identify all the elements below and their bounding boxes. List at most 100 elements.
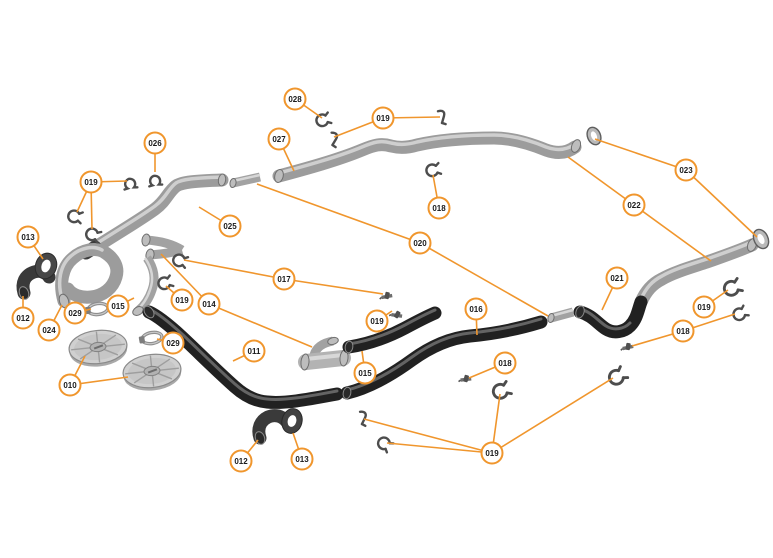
callout-balloon-016[interactable]: 016 xyxy=(464,297,488,321)
part-hose-021 xyxy=(573,295,648,339)
leader-line-017 xyxy=(283,278,384,295)
balloon-circle-015[interactable] xyxy=(353,361,377,385)
part-y-connector-014 xyxy=(141,233,185,262)
balloon-circle-027[interactable] xyxy=(267,127,291,151)
part-hose-015-center xyxy=(342,306,442,354)
balloon-circle-013[interactable] xyxy=(290,447,314,471)
callout-balloon-019[interactable]: 019 xyxy=(371,106,395,130)
part-connector-020-right xyxy=(547,307,575,324)
leader-line-014 xyxy=(208,303,313,348)
balloon-circle-019[interactable] xyxy=(692,295,716,319)
leader-line-014 xyxy=(160,253,210,305)
clip-019-mid xyxy=(155,274,175,292)
balloon-circle-017[interactable] xyxy=(272,267,296,291)
balloon-circle-018[interactable] xyxy=(493,351,517,375)
balloon-circle-029[interactable] xyxy=(161,331,185,355)
callout-balloon-015[interactable]: 015 xyxy=(106,294,130,318)
callout-balloon-012[interactable]: 012 xyxy=(229,449,253,473)
leader-line-019 xyxy=(363,418,493,454)
balloon-circle-010[interactable] xyxy=(58,373,82,397)
part-hose-011 xyxy=(142,305,344,409)
balloon-circle-016[interactable] xyxy=(464,297,488,321)
callout-balloon-026[interactable]: 026 xyxy=(143,131,167,155)
part-hose-015-left xyxy=(132,255,159,316)
callout-balloon-024[interactable]: 024 xyxy=(37,318,61,342)
callout-balloon-025[interactable]: 025 xyxy=(218,214,242,238)
callout-balloon-020[interactable]: 020 xyxy=(408,231,432,255)
balloon-circle-011[interactable] xyxy=(242,339,266,363)
callout-balloon-013[interactable]: 013 xyxy=(16,225,40,249)
callout-balloon-013[interactable]: 013 xyxy=(290,447,314,471)
balloon-circle-020[interactable] xyxy=(408,231,432,255)
balloon-circle-029[interactable] xyxy=(63,301,87,325)
leader-line-020 xyxy=(256,183,421,244)
balloon-circle-019[interactable] xyxy=(170,288,194,312)
part-muffler-014 xyxy=(298,336,351,371)
balloon-circle-019[interactable] xyxy=(371,106,395,130)
leader-line-023 xyxy=(594,138,687,171)
balloon-circle-019[interactable] xyxy=(365,309,389,333)
balloon-circle-019[interactable] xyxy=(79,170,103,194)
balloon-circle-022[interactable] xyxy=(622,193,646,217)
clamp-029-b xyxy=(136,329,165,348)
balloon-circle-013[interactable] xyxy=(16,225,40,249)
clip-019-bot-c xyxy=(489,379,514,402)
clamp-018-mid xyxy=(456,371,474,387)
callout-balloon-022[interactable]: 022 xyxy=(622,193,646,217)
callout-balloon-029[interactable]: 029 xyxy=(63,301,87,325)
callout-balloon-023[interactable]: 023 xyxy=(674,158,698,182)
balloon-circle-012[interactable] xyxy=(229,449,253,473)
callout-balloon-029[interactable]: 029 xyxy=(161,331,185,355)
callout-balloon-027[interactable]: 027 xyxy=(267,127,291,151)
callout-balloon-019[interactable]: 019 xyxy=(692,295,716,319)
callout-balloon-018[interactable]: 018 xyxy=(493,351,517,375)
callout-balloon-019[interactable]: 019 xyxy=(365,309,389,333)
leader-line-022 xyxy=(567,156,635,206)
balloon-circle-023[interactable] xyxy=(674,158,698,182)
leader-lines xyxy=(22,98,758,462)
balloon-circle-012[interactable] xyxy=(11,306,35,330)
leader-line-019 xyxy=(386,442,493,454)
callout-balloon-018[interactable]: 018 xyxy=(671,319,695,343)
leader-line-019 xyxy=(491,377,614,454)
part-oring-023-right xyxy=(752,228,770,250)
callout-balloon-015[interactable]: 015 xyxy=(353,361,377,385)
callout-balloon-018[interactable]: 018 xyxy=(427,196,451,220)
callout-balloon-021[interactable]: 021 xyxy=(605,266,629,290)
part-cap-010-b xyxy=(120,350,184,395)
balloon-circle-018[interactable] xyxy=(671,319,695,343)
part-oring-023-top xyxy=(586,126,602,146)
balloon-circle-018[interactable] xyxy=(427,196,451,220)
balloon-circle-026[interactable] xyxy=(143,131,167,155)
part-hose-016 xyxy=(340,315,548,400)
callout-balloon-019[interactable]: 019 xyxy=(480,441,504,465)
callout-balloon-019[interactable]: 019 xyxy=(170,288,194,312)
balloon-circle-025[interactable] xyxy=(218,214,242,238)
callout-balloon-012[interactable]: 012 xyxy=(11,306,35,330)
balloon-circle-024[interactable] xyxy=(37,318,61,342)
clamp-026 xyxy=(146,173,164,188)
balloon-circle-014[interactable] xyxy=(197,292,221,316)
balloon-circle-019[interactable] xyxy=(480,441,504,465)
balloon-circle-028[interactable] xyxy=(283,87,307,111)
callout-balloon-019[interactable]: 019 xyxy=(79,170,103,194)
part-pipe-024 xyxy=(55,243,124,309)
leader-line-023 xyxy=(685,169,758,238)
part-oring-013-right xyxy=(281,408,303,434)
callout-balloon-028[interactable]: 028 xyxy=(283,87,307,111)
callout-balloon-010[interactable]: 010 xyxy=(58,373,82,397)
part-cap-010-a xyxy=(66,326,130,371)
clamp-019-mid2 xyxy=(387,306,406,324)
leader-line-020 xyxy=(419,242,549,317)
callout-balloon-014[interactable]: 014 xyxy=(197,292,221,316)
part-pipe-027 xyxy=(272,131,582,183)
clamp-019-omega xyxy=(121,176,139,191)
callout-balloon-011[interactable]: 011 xyxy=(242,339,266,363)
balloon-circle-021[interactable] xyxy=(605,266,629,290)
balloon-circle-015[interactable] xyxy=(106,294,130,318)
callout-balloon-017[interactable]: 017 xyxy=(272,267,296,291)
clamp-017-right xyxy=(378,289,395,304)
clip-019-left-a xyxy=(65,207,85,226)
